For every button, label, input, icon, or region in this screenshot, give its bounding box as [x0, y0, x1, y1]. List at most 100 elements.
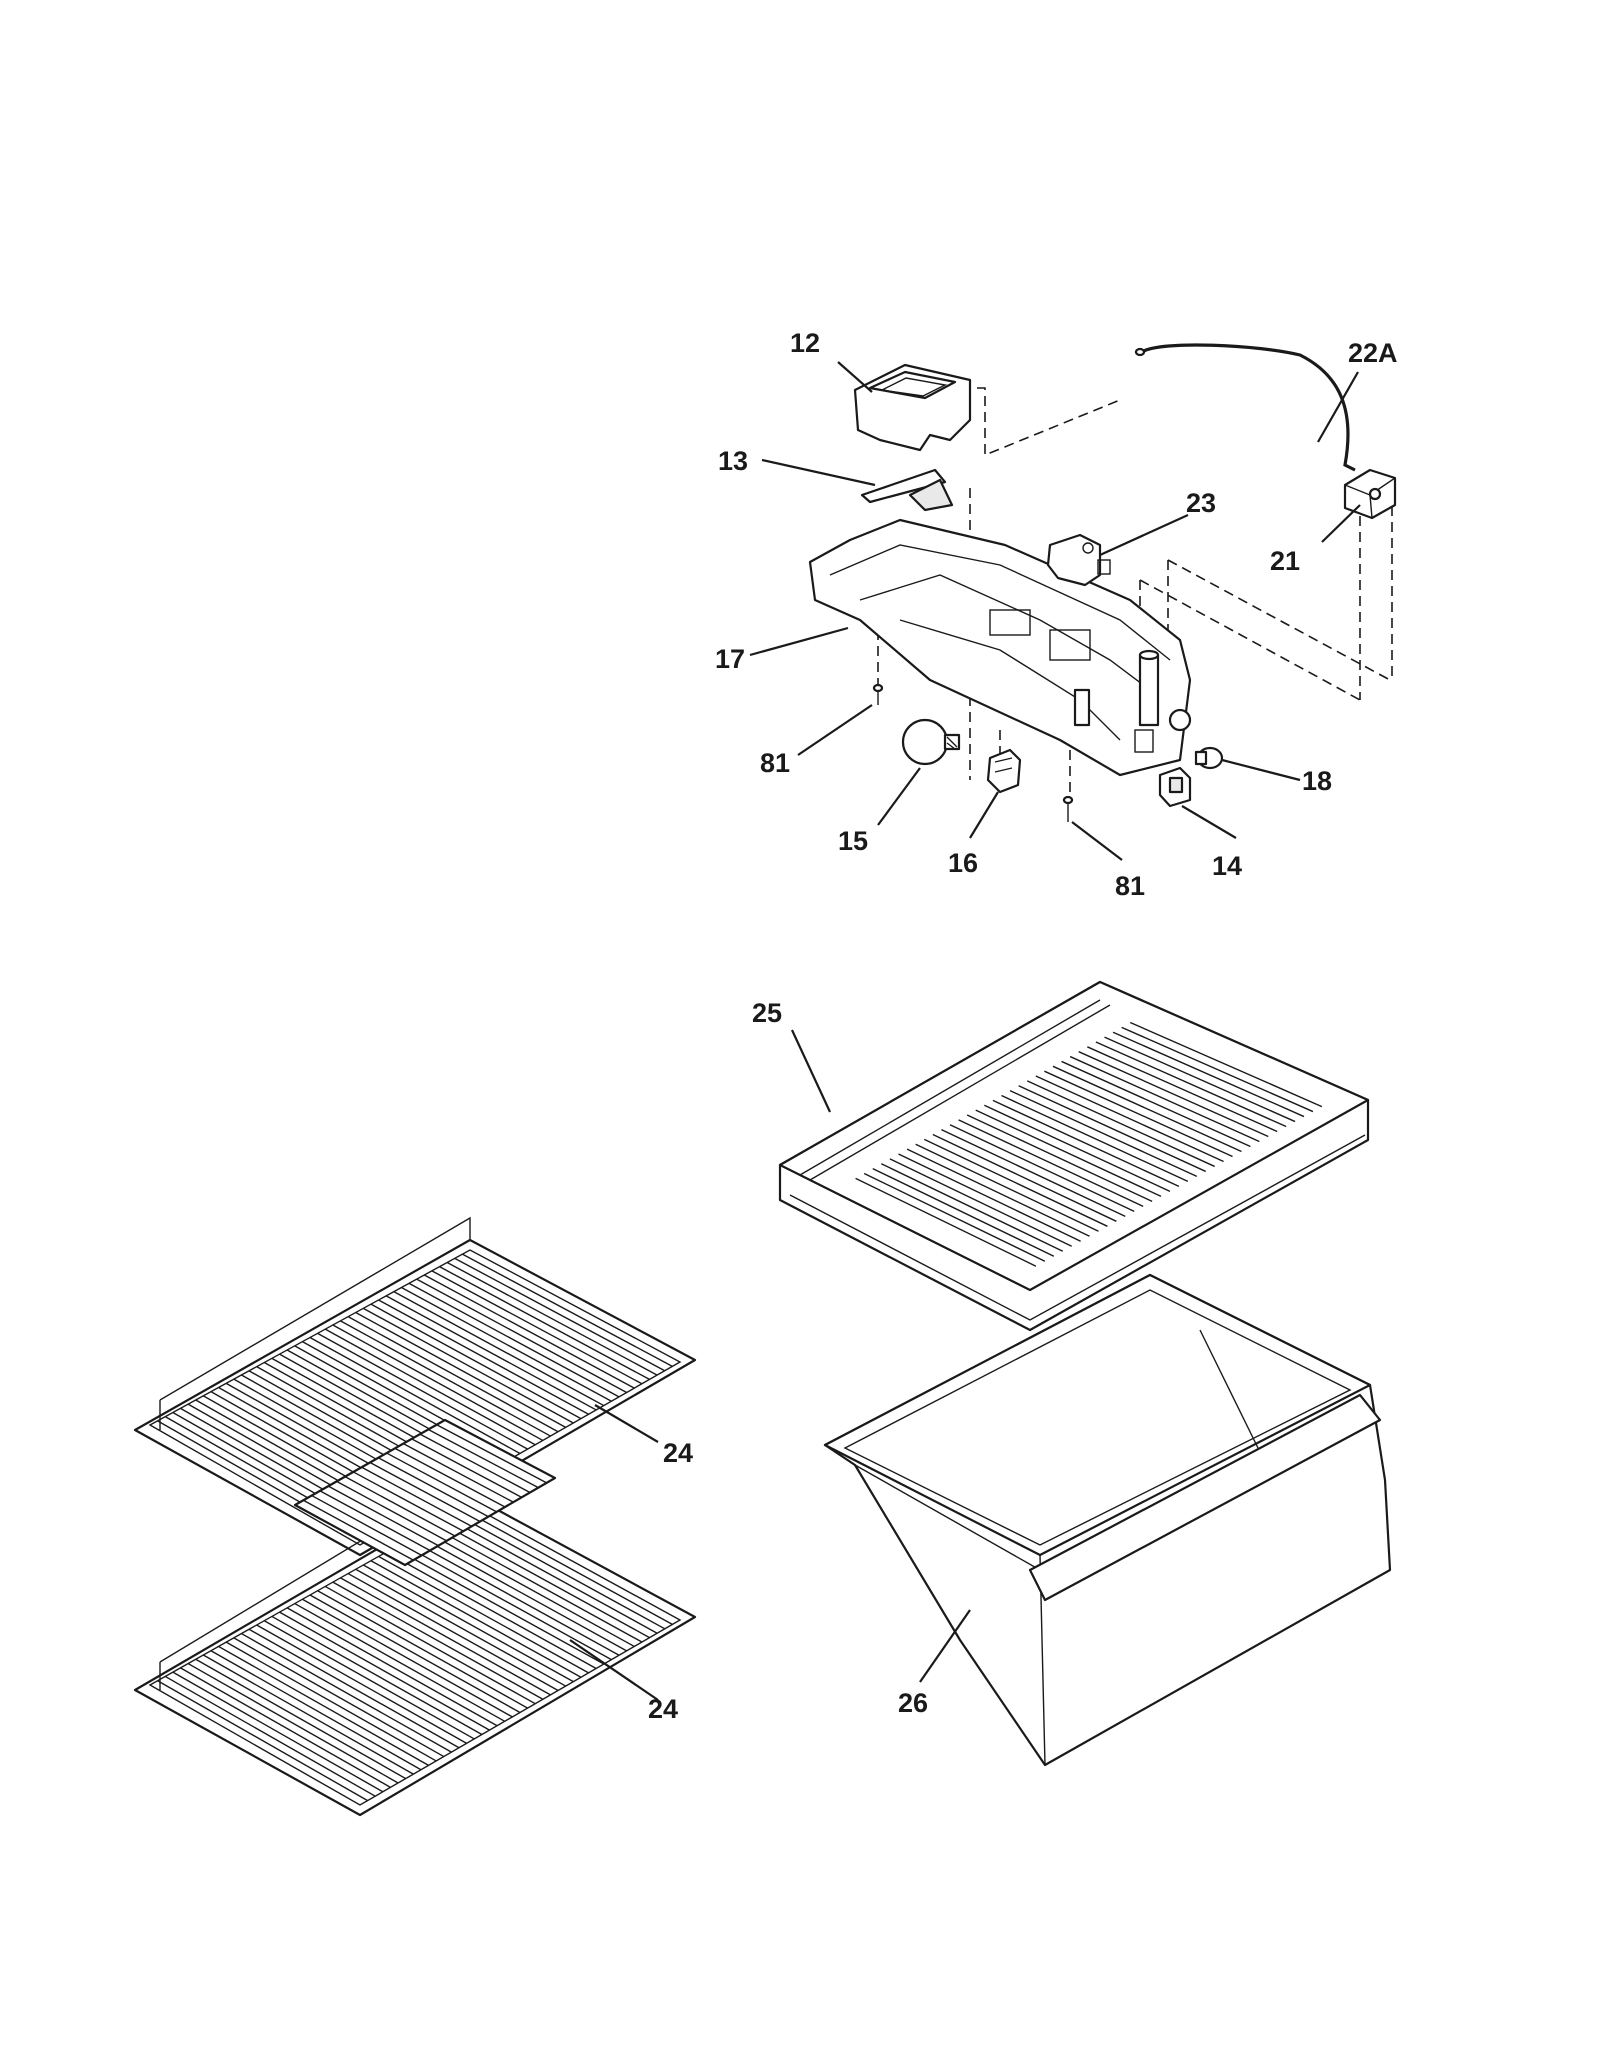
- pattern-line: [347, 1572, 559, 1692]
- pattern-line: [454, 1257, 666, 1372]
- pattern-line: [393, 1291, 605, 1407]
- pattern-line: [294, 1602, 506, 1722]
- pattern-line: [164, 1675, 376, 1797]
- callout-21: 21: [1270, 546, 1300, 576]
- pattern-line: [248, 1628, 460, 1749]
- pattern-line: [187, 1662, 399, 1784]
- pattern-line: [1061, 1060, 1251, 1148]
- pattern-line: [439, 1266, 650, 1381]
- part-13-flap: [860, 468, 954, 512]
- pattern-line: [378, 1555, 589, 1674]
- part-12-bin: [853, 363, 972, 452]
- pattern-line: [378, 1457, 489, 1518]
- pattern-line: [872, 1167, 1055, 1257]
- pattern-line: [361, 1466, 472, 1527]
- pattern-line: [332, 1581, 544, 1700]
- callout-14: 14: [1212, 851, 1242, 881]
- pattern-line: [915, 1143, 1099, 1232]
- pattern-line: [1001, 1094, 1189, 1183]
- pattern-line: [233, 1637, 445, 1758]
- callout-81-right: 81: [1115, 871, 1145, 901]
- part-81-screw-left: [872, 683, 884, 705]
- part-14-switch: [1158, 766, 1192, 808]
- callout-25: 25: [752, 998, 782, 1028]
- pattern-line: [1087, 1046, 1278, 1133]
- callout-26: 26: [898, 1688, 928, 1718]
- pattern-line: [172, 1671, 384, 1793]
- part-24-center-grid: [293, 1418, 557, 1567]
- pattern-line: [195, 1658, 407, 1780]
- pattern-line: [863, 1172, 1046, 1262]
- part-18-knob: [1194, 746, 1224, 770]
- pattern-line: [309, 1336, 521, 1455]
- pattern-line: [1069, 1055, 1260, 1143]
- pattern-line: [984, 1104, 1171, 1193]
- pattern-line: [202, 1654, 414, 1775]
- pattern-line: [157, 1680, 368, 1802]
- pattern-line: [1052, 1065, 1242, 1153]
- pattern-line: [324, 1328, 536, 1446]
- pattern-line: [385, 1295, 597, 1411]
- callout-23: 23: [1186, 488, 1216, 518]
- pattern-line: [1121, 1026, 1314, 1113]
- callout-13: 13: [718, 446, 748, 476]
- pattern-line: [1095, 1041, 1287, 1128]
- pattern-line: [355, 1568, 567, 1687]
- pattern-line: [932, 1133, 1117, 1222]
- pattern-line: [1112, 1031, 1305, 1118]
- callout-15: 15: [838, 826, 868, 856]
- pattern-line: [286, 1607, 498, 1727]
- pattern-line: [279, 1611, 490, 1731]
- callout-16: 16: [948, 848, 978, 878]
- pattern-line: [256, 1624, 468, 1744]
- part-81-screw-right: [1062, 795, 1074, 822]
- pattern-line: [949, 1124, 1135, 1212]
- pattern-line: [881, 1163, 1064, 1252]
- pattern-line: [1104, 1036, 1296, 1123]
- pattern-line: [263, 1620, 475, 1740]
- pattern-line: [336, 1480, 447, 1542]
- pattern-line: [958, 1119, 1144, 1207]
- pattern-line: [317, 1332, 528, 1450]
- pattern-line: [353, 1471, 464, 1532]
- pattern-line: [408, 1538, 620, 1656]
- pattern-line: [898, 1153, 1081, 1242]
- callout-24-lower: 24: [648, 1694, 678, 1724]
- pattern-line: [319, 1490, 431, 1552]
- pattern-line: [403, 1442, 514, 1503]
- pattern-line: [1026, 1080, 1215, 1168]
- pattern-line: [378, 1299, 589, 1415]
- pattern-line: [386, 1452, 497, 1513]
- part-17-housing: [808, 518, 1192, 777]
- pattern-line: [431, 1525, 643, 1643]
- pattern-line: [408, 1282, 620, 1398]
- leaders-lower: [569, 1029, 971, 1701]
- callout-labels: 12 13 22A 23 21 17 81 15 16 81 14 18 25 …: [648, 328, 1398, 1724]
- pattern-line: [423, 1274, 635, 1389]
- pattern-line: [218, 1645, 429, 1766]
- pattern-line: [271, 1615, 483, 1736]
- pattern-line: [344, 1476, 456, 1537]
- callout-18: 18: [1302, 766, 1332, 796]
- pattern-line: [225, 1641, 437, 1762]
- pattern-line: [906, 1148, 1090, 1237]
- pattern-line: [411, 1438, 522, 1498]
- pattern-line: [340, 1320, 551, 1437]
- pattern-line: [462, 1253, 673, 1367]
- pattern-line: [436, 1424, 547, 1484]
- pattern-line: [401, 1542, 612, 1661]
- callout-81-left: 81: [760, 748, 790, 778]
- pattern-line: [401, 1286, 612, 1402]
- pattern-line: [889, 1158, 1072, 1247]
- pattern-line: [923, 1138, 1108, 1227]
- pattern-line: [317, 1590, 528, 1709]
- pattern-line: [370, 1303, 582, 1420]
- pattern-line: [385, 1551, 597, 1670]
- pattern-line: [966, 1114, 1153, 1202]
- part-15-bulb: [901, 718, 961, 766]
- part-24-wire-shelf-lower: [133, 1473, 697, 1817]
- pattern-line: [941, 1128, 1126, 1217]
- pattern-line: [370, 1560, 582, 1678]
- pattern-line: [210, 1650, 422, 1771]
- pattern-line: [428, 1428, 539, 1489]
